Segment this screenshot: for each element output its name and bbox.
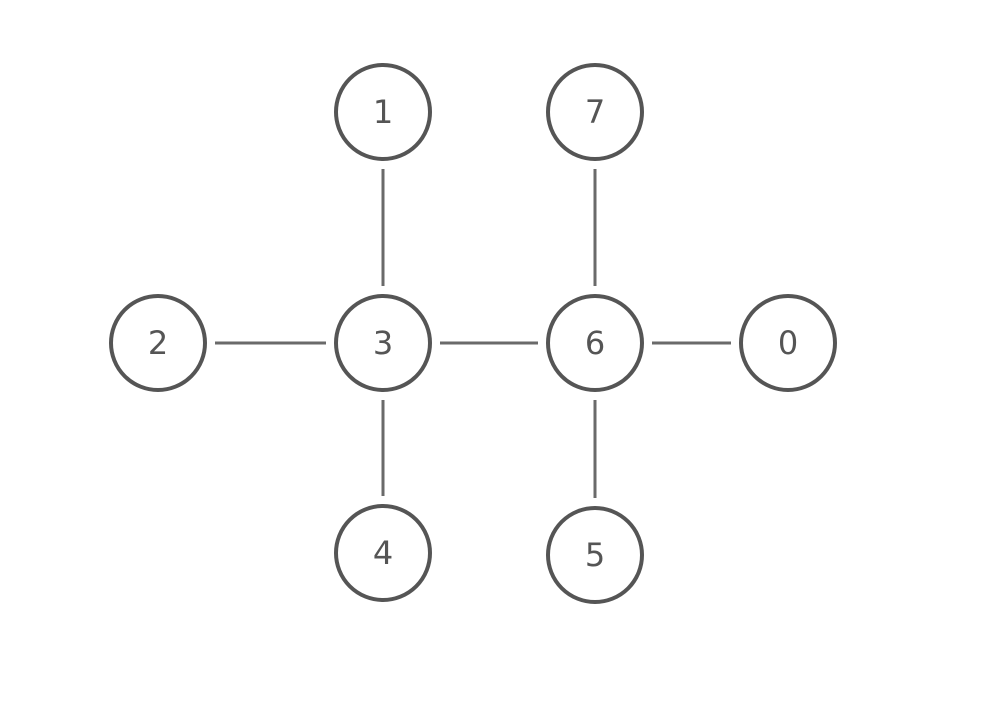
node-label: 5 <box>585 536 605 574</box>
nodes-layer: 1 7 2 3 6 0 4 5 <box>109 63 837 604</box>
node-2: 2 <box>109 294 207 392</box>
node-3: 3 <box>334 294 432 392</box>
node-4: 4 <box>334 504 432 602</box>
node-label: 3 <box>373 324 393 362</box>
node-circle <box>334 504 432 602</box>
node-label: 1 <box>373 93 393 131</box>
node-circle <box>546 506 644 604</box>
node-5: 5 <box>546 506 644 604</box>
node-7: 7 <box>546 63 644 161</box>
node-0: 0 <box>739 294 837 392</box>
edges-layer <box>215 169 731 498</box>
node-label: 6 <box>585 324 605 362</box>
node-label: 4 <box>373 534 393 572</box>
node-circle <box>334 63 432 161</box>
node-label: 0 <box>778 324 798 362</box>
node-circle <box>546 63 644 161</box>
node-label: 2 <box>148 324 168 362</box>
node-circle <box>334 294 432 392</box>
node-1: 1 <box>334 63 432 161</box>
node-circle <box>109 294 207 392</box>
node-label: 7 <box>585 93 605 131</box>
node-circle <box>546 294 644 392</box>
node-6: 6 <box>546 294 644 392</box>
node-circle <box>739 294 837 392</box>
